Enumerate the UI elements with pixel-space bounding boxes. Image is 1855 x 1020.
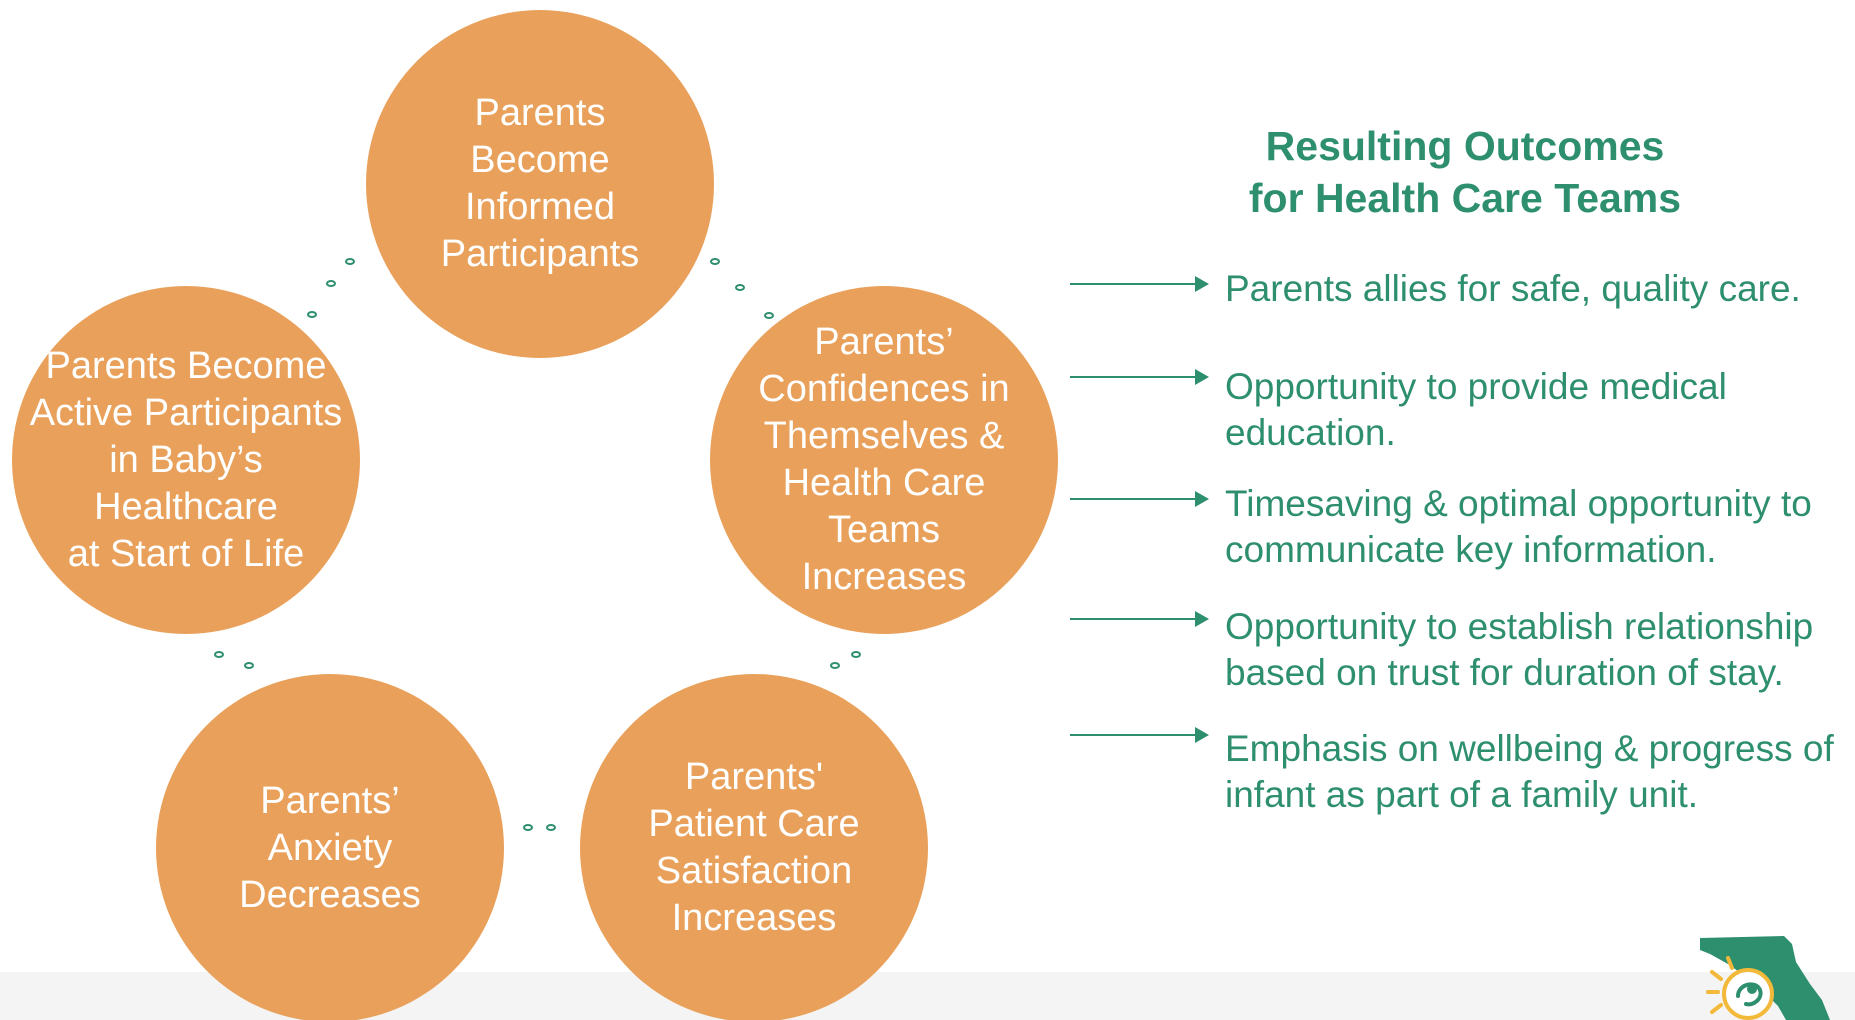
outcome-item: Opportunity to provide medical education… bbox=[1070, 364, 1855, 474]
connector-dot bbox=[523, 824, 533, 831]
cycle-node-anxiety-decreases: Parents’ Anxiety Decreases bbox=[156, 674, 504, 1020]
connector-dot bbox=[214, 651, 224, 658]
cycle-node-label: Parents Become Informed Participants bbox=[440, 92, 640, 275]
cycle-node-label: Parents' Patient Care Satisfaction Incre… bbox=[648, 756, 860, 939]
outcome-text: Parents allies for safe, quality care. bbox=[1225, 268, 1801, 309]
cycle-node-informed-participants: Parents Become Informed Participants bbox=[366, 10, 714, 358]
arrow-right-icon bbox=[1070, 491, 1209, 507]
outcome-text: Opportunity to establish relationship ba… bbox=[1225, 606, 1814, 693]
outcomes-title: Resulting Outcomes for Health Care Teams bbox=[1248, 123, 1682, 221]
connector-dot bbox=[345, 258, 355, 265]
cycle-node-label: Parents Become Active Participants in Ba… bbox=[29, 344, 343, 575]
cycle-node-active-participants: Parents Become Active Participants in Ba… bbox=[12, 286, 360, 634]
connector-dot bbox=[735, 284, 745, 291]
cycle-node-confidence-increases: Parents’ Confidences in Themselves & Hea… bbox=[710, 286, 1058, 634]
connector-dot bbox=[710, 258, 720, 265]
connector-dot bbox=[307, 311, 317, 318]
outcome-item: Emphasis on wellbeing & progress of infa… bbox=[1070, 726, 1855, 836]
outcome-text: Opportunity to provide medical education… bbox=[1225, 366, 1727, 453]
connector-dot bbox=[830, 662, 840, 669]
florida-sun-baby-logo-icon bbox=[1698, 934, 1838, 1020]
outcome-text: Emphasis on wellbeing & progress of infa… bbox=[1225, 728, 1834, 815]
cycle-node-label: Parents’ Confidences in Themselves & Hea… bbox=[758, 321, 1010, 598]
arrow-right-icon bbox=[1070, 727, 1209, 743]
connector-dot bbox=[244, 662, 254, 669]
connector-dot bbox=[851, 651, 861, 658]
sun-circle bbox=[1722, 968, 1774, 1020]
outcome-item: Timesaving & optimal opportunity to comm… bbox=[1070, 481, 1855, 591]
cycle-node-satisfaction-increases: Parents' Patient Care Satisfaction Incre… bbox=[580, 674, 928, 1020]
baby-shape bbox=[1736, 982, 1763, 1007]
arrow-right-icon bbox=[1070, 369, 1209, 385]
arrow-right-icon bbox=[1070, 276, 1209, 292]
connector-dot bbox=[764, 312, 774, 319]
sun-rays bbox=[1706, 956, 1734, 1014]
arrow-right-icon bbox=[1070, 611, 1209, 627]
connector-dot bbox=[326, 280, 336, 287]
outcome-item: Parents allies for safe, quality care. bbox=[1070, 266, 1855, 376]
connector-dot bbox=[546, 824, 556, 831]
outcome-item: Opportunity to establish relationship ba… bbox=[1070, 604, 1855, 714]
outcome-text: Timesaving & optimal opportunity to comm… bbox=[1225, 483, 1812, 570]
cycle-node-label: Parents’ Anxiety Decreases bbox=[239, 779, 421, 916]
